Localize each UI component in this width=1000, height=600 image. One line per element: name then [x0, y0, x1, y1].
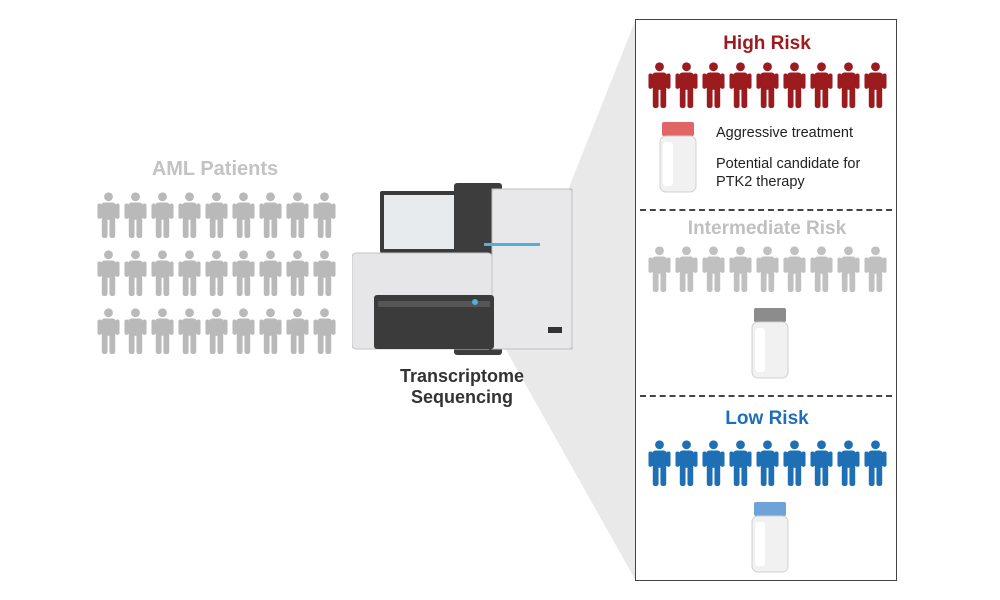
person-icon: [151, 250, 174, 296]
person-icon: [648, 62, 671, 108]
person-icon: [178, 308, 201, 354]
person-icon: [648, 440, 671, 486]
person-icon: [810, 440, 833, 486]
divider-intermediate-low: [640, 395, 892, 397]
person-icon: [313, 192, 336, 238]
person-icon: [286, 192, 309, 238]
person-icon: [675, 62, 698, 108]
person-icon: [232, 308, 255, 354]
note-aggressive-treatment: Aggressive treatment: [716, 125, 854, 141]
person-icon: [232, 250, 255, 296]
sequencing-label-line2: Sequencing: [410, 387, 513, 407]
person-icon: [205, 192, 228, 238]
person-icon: [810, 246, 833, 292]
person-icon: [756, 62, 779, 108]
person-icon: [783, 62, 806, 108]
person-icon: [729, 440, 752, 486]
intermediate-risk-title: Intermediate Risk: [687, 218, 847, 239]
person-icon: [837, 246, 860, 292]
person-icon: [232, 192, 255, 238]
person-icon: [864, 62, 887, 108]
high-risk-title: High Risk: [723, 33, 811, 54]
medicine-bottle-icon: [751, 308, 789, 379]
risk-panel: [635, 19, 897, 581]
person-icon: [783, 246, 806, 292]
patient-grid: [97, 192, 337, 366]
sequencer-machine-icon: [352, 183, 573, 355]
person-icon: [286, 250, 309, 296]
person-icon: [97, 308, 120, 354]
person-icon: [756, 246, 779, 292]
patient-row: [97, 308, 337, 354]
person-icon: [205, 250, 228, 296]
sequencing-label-line1: Transcriptome: [399, 366, 525, 386]
person-icon: [864, 440, 887, 486]
person-icon: [837, 62, 860, 108]
person-icon: [810, 62, 833, 108]
person-icon: [178, 250, 201, 296]
person-icon: [864, 246, 887, 292]
person-icon: [178, 192, 201, 238]
patient-row: [97, 250, 337, 296]
low-risk-people: [648, 440, 887, 486]
person-icon: [702, 246, 725, 292]
person-icon: [205, 308, 228, 354]
person-icon: [286, 308, 309, 354]
person-icon: [97, 192, 120, 238]
intermediate-risk-people: [648, 246, 887, 292]
person-icon: [837, 440, 860, 486]
note-ptk2-candidate: Potential candidate for PTK2 therapy: [716, 156, 861, 190]
person-icon: [124, 250, 147, 296]
person-icon: [756, 440, 779, 486]
low-risk-title: Low Risk: [725, 408, 809, 429]
person-icon: [783, 440, 806, 486]
medicine-bottle-icon: [751, 502, 789, 573]
sequencing-label: Transcriptome Sequencing: [362, 366, 562, 408]
person-icon: [124, 192, 147, 238]
person-icon: [729, 62, 752, 108]
person-icon: [729, 246, 752, 292]
person-icon: [151, 308, 174, 354]
person-icon: [259, 192, 282, 238]
person-icon: [313, 308, 336, 354]
person-icon: [313, 250, 336, 296]
divider-high-intermediate: [640, 209, 892, 211]
medicine-bottle-icon: [659, 122, 697, 193]
person-icon: [259, 308, 282, 354]
person-icon: [151, 192, 174, 238]
patient-row: [97, 192, 337, 238]
person-icon: [97, 250, 120, 296]
person-icon: [702, 440, 725, 486]
person-icon: [124, 308, 147, 354]
person-icon: [648, 246, 671, 292]
person-icon: [675, 440, 698, 486]
person-icon: [702, 62, 725, 108]
person-icon: [259, 250, 282, 296]
person-icon: [675, 246, 698, 292]
high-risk-people: [648, 62, 887, 108]
aml-patients-title: AML Patients: [151, 158, 279, 180]
